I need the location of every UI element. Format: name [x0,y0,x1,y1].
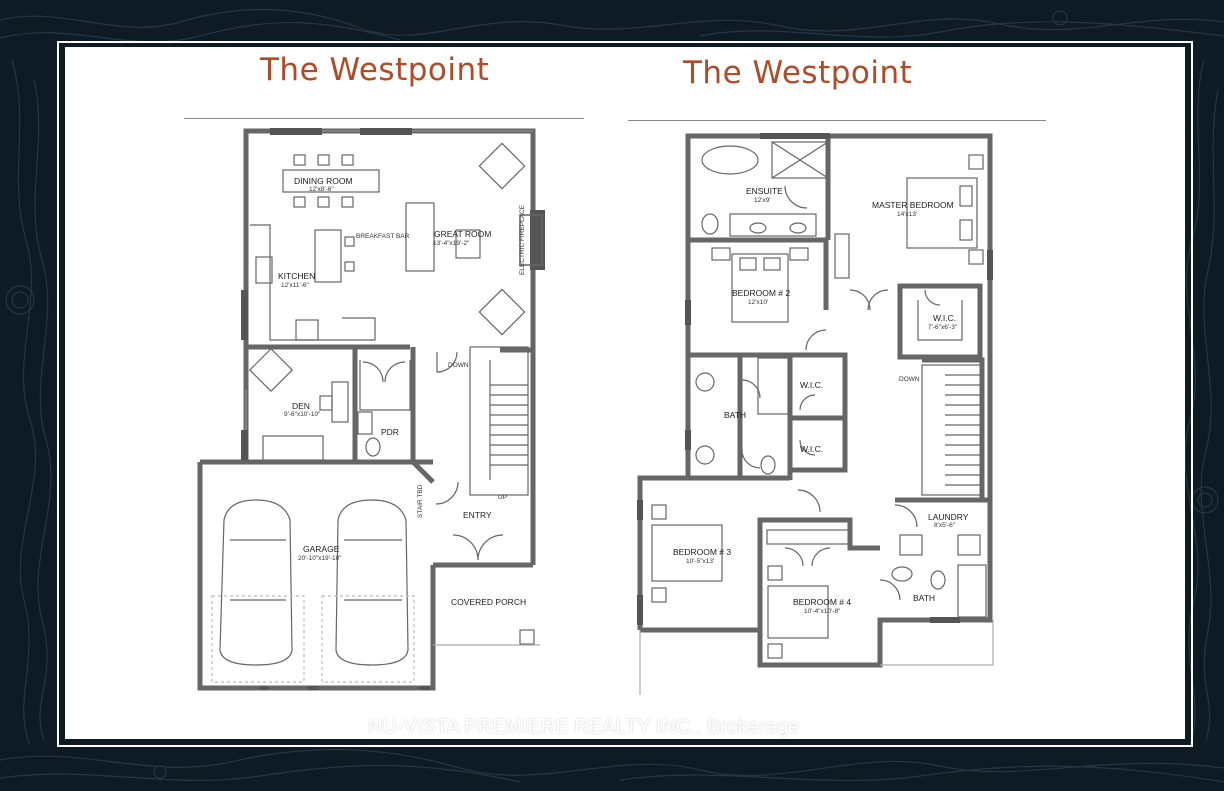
title-rule-left [184,118,584,119]
label-ensuite: ENSUITE [746,186,783,196]
dim-dining-room: 12'x8'-6" [309,186,334,193]
label-bedroom-3: BEDROOM # 3 [673,547,732,557]
brokerage-watermark: NU-VISTA PREMIERE REALTY INC., Brokerage [368,716,800,738]
dim-master-bedroom: 14'x13' [897,211,918,218]
dim-laundry: 8'x5'-6" [934,522,956,529]
dim-bedroom-2: 12'x10' [748,299,769,306]
label-master-bedroom: MASTER BEDROOM [872,200,954,210]
dim-den: 9'-6"x10'-10" [284,411,321,418]
label-bath-small: BATH [913,593,936,603]
dim-wic-master: 7'-6"x6'-3" [928,324,958,331]
label-laundry: LAUNDRY [928,512,969,522]
title-rule-right [628,120,1046,121]
dim-great-room: 13'-4"x19'-2" [433,240,470,247]
dim-bedroom-4: 10'-4"x10'-8" [804,608,841,615]
label-great-room: GREAT ROOM [434,229,492,239]
label-upper-down: DOWN [899,376,920,383]
label-bath-main: BATH [724,410,747,420]
label-den: DEN [292,401,310,411]
label-breakfast-bar: BREAKFAST BAR [356,233,410,240]
label-dining-room: DINING ROOM [294,176,353,186]
dim-ensuite: 12'x9' [754,197,771,204]
outer-frame [57,41,1193,747]
label-wic-a: W.I.C. [800,380,824,390]
label-garage: GARAGE [303,544,340,554]
dim-kitchen: 12'x11'-6" [281,282,309,289]
label-bedroom-4: BEDROOM # 4 [793,597,852,607]
label-bedroom-2: BEDROOM # 2 [732,288,791,298]
dim-garage: 20'-10"x19'-10" [298,555,342,562]
title-upper-floor: The Westpoint [683,55,913,91]
title-main-floor: The Westpoint [260,52,490,88]
label-main-up: UP [498,494,508,501]
label-entry: ENTRY [463,510,492,520]
label-main-down: DOWN [448,362,469,369]
label-covered-porch: COVERED PORCH [451,597,527,607]
label-pdr: PDR [381,427,399,437]
label-wic-b: W.I.C. [800,444,824,454]
floor-plan-sheet [65,47,1185,739]
dim-bedroom-3: 10'-5"x13' [686,558,715,565]
label-kitchen: KITCHEN [278,271,316,281]
label-wic-master: W.I.C. [933,313,957,323]
